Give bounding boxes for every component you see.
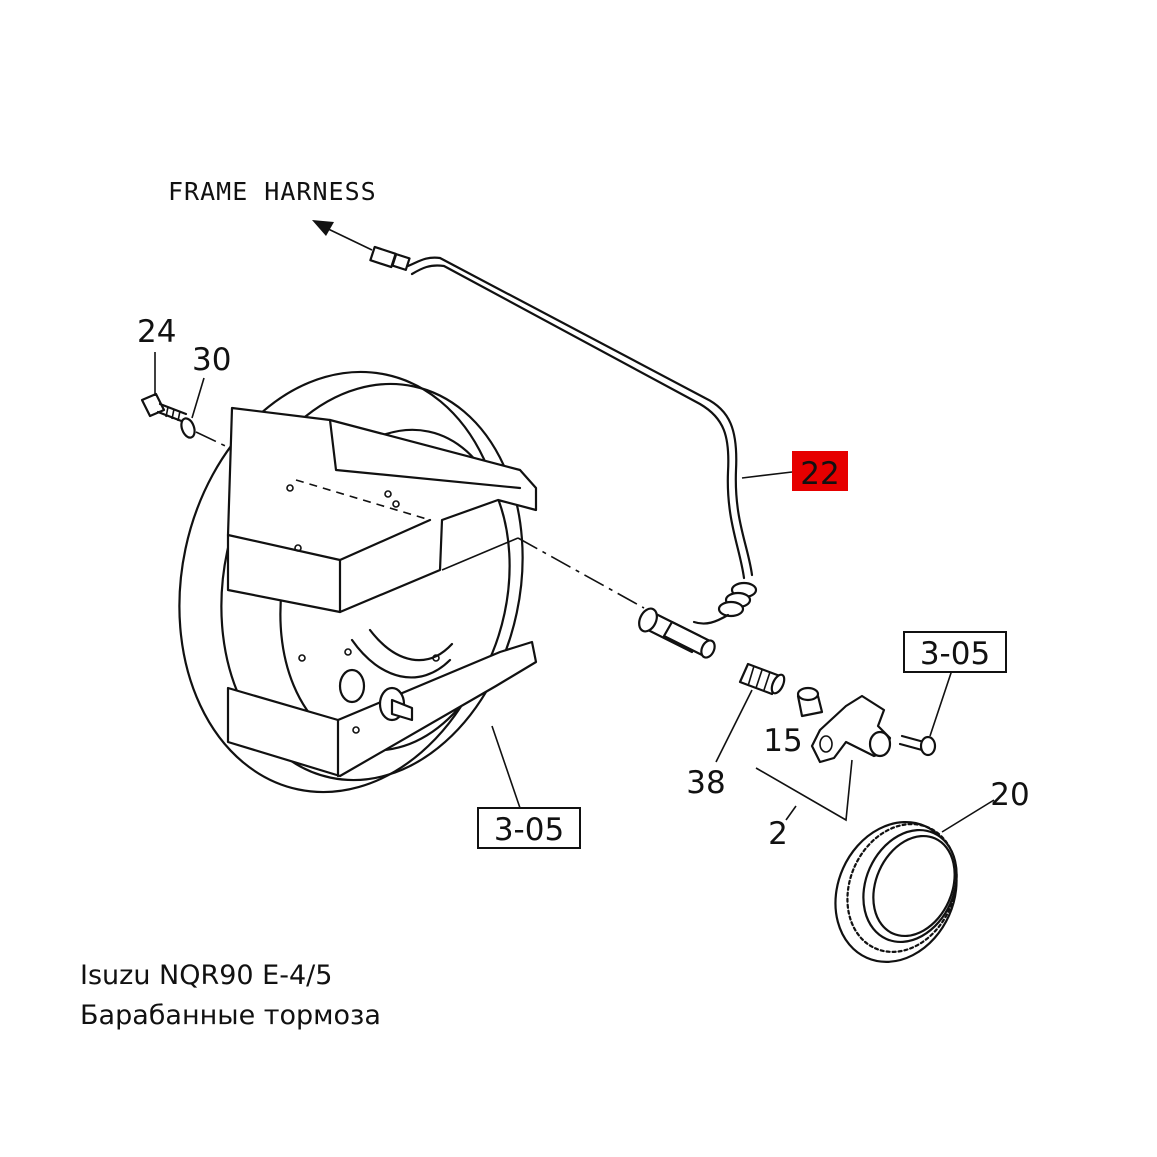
frame-harness-label: FRAME HARNESS — [168, 177, 377, 206]
bolt-reference-box[interactable]: 3-05 — [903, 631, 1007, 673]
callout-22-highlight — [792, 451, 848, 491]
brake-drum-assembly — [178, 370, 645, 794]
callout-22[interactable]: 22 — [741, 451, 848, 492]
callout-15-label: 15 — [763, 723, 802, 759]
abs-wheel-sensor — [638, 607, 716, 659]
caption-model: Isuzu NQR90 E-4/5 — [80, 960, 333, 991]
callout-22-label: 22 — [800, 456, 839, 492]
abs-sensor-cable — [369, 245, 758, 625]
abs-tone-ring-20 — [834, 821, 958, 963]
sensor-bracket-2 — [810, 694, 892, 764]
harness-direction-arrow — [312, 220, 373, 251]
drum-reference-box[interactable]: 3-05 — [477, 725, 581, 849]
sensor-sleeve-38 — [738, 662, 786, 696]
bolt-24 — [140, 392, 188, 424]
caption-title: Барабанные тормоза — [80, 1000, 381, 1031]
callout-38-label: 38 — [686, 765, 725, 801]
bolt-reference-label: 3-05 — [920, 636, 990, 672]
callout-2-label: 2 — [768, 816, 788, 852]
callout-20-label: 20 — [990, 777, 1029, 813]
bracket-bolt — [898, 734, 937, 757]
washer-30 — [180, 417, 196, 439]
drum-reference-label: 3-05 — [494, 812, 564, 848]
callout-30-label: 30 — [192, 342, 231, 378]
callout-24-label: 24 — [137, 314, 176, 350]
bushing-15 — [796, 686, 824, 718]
